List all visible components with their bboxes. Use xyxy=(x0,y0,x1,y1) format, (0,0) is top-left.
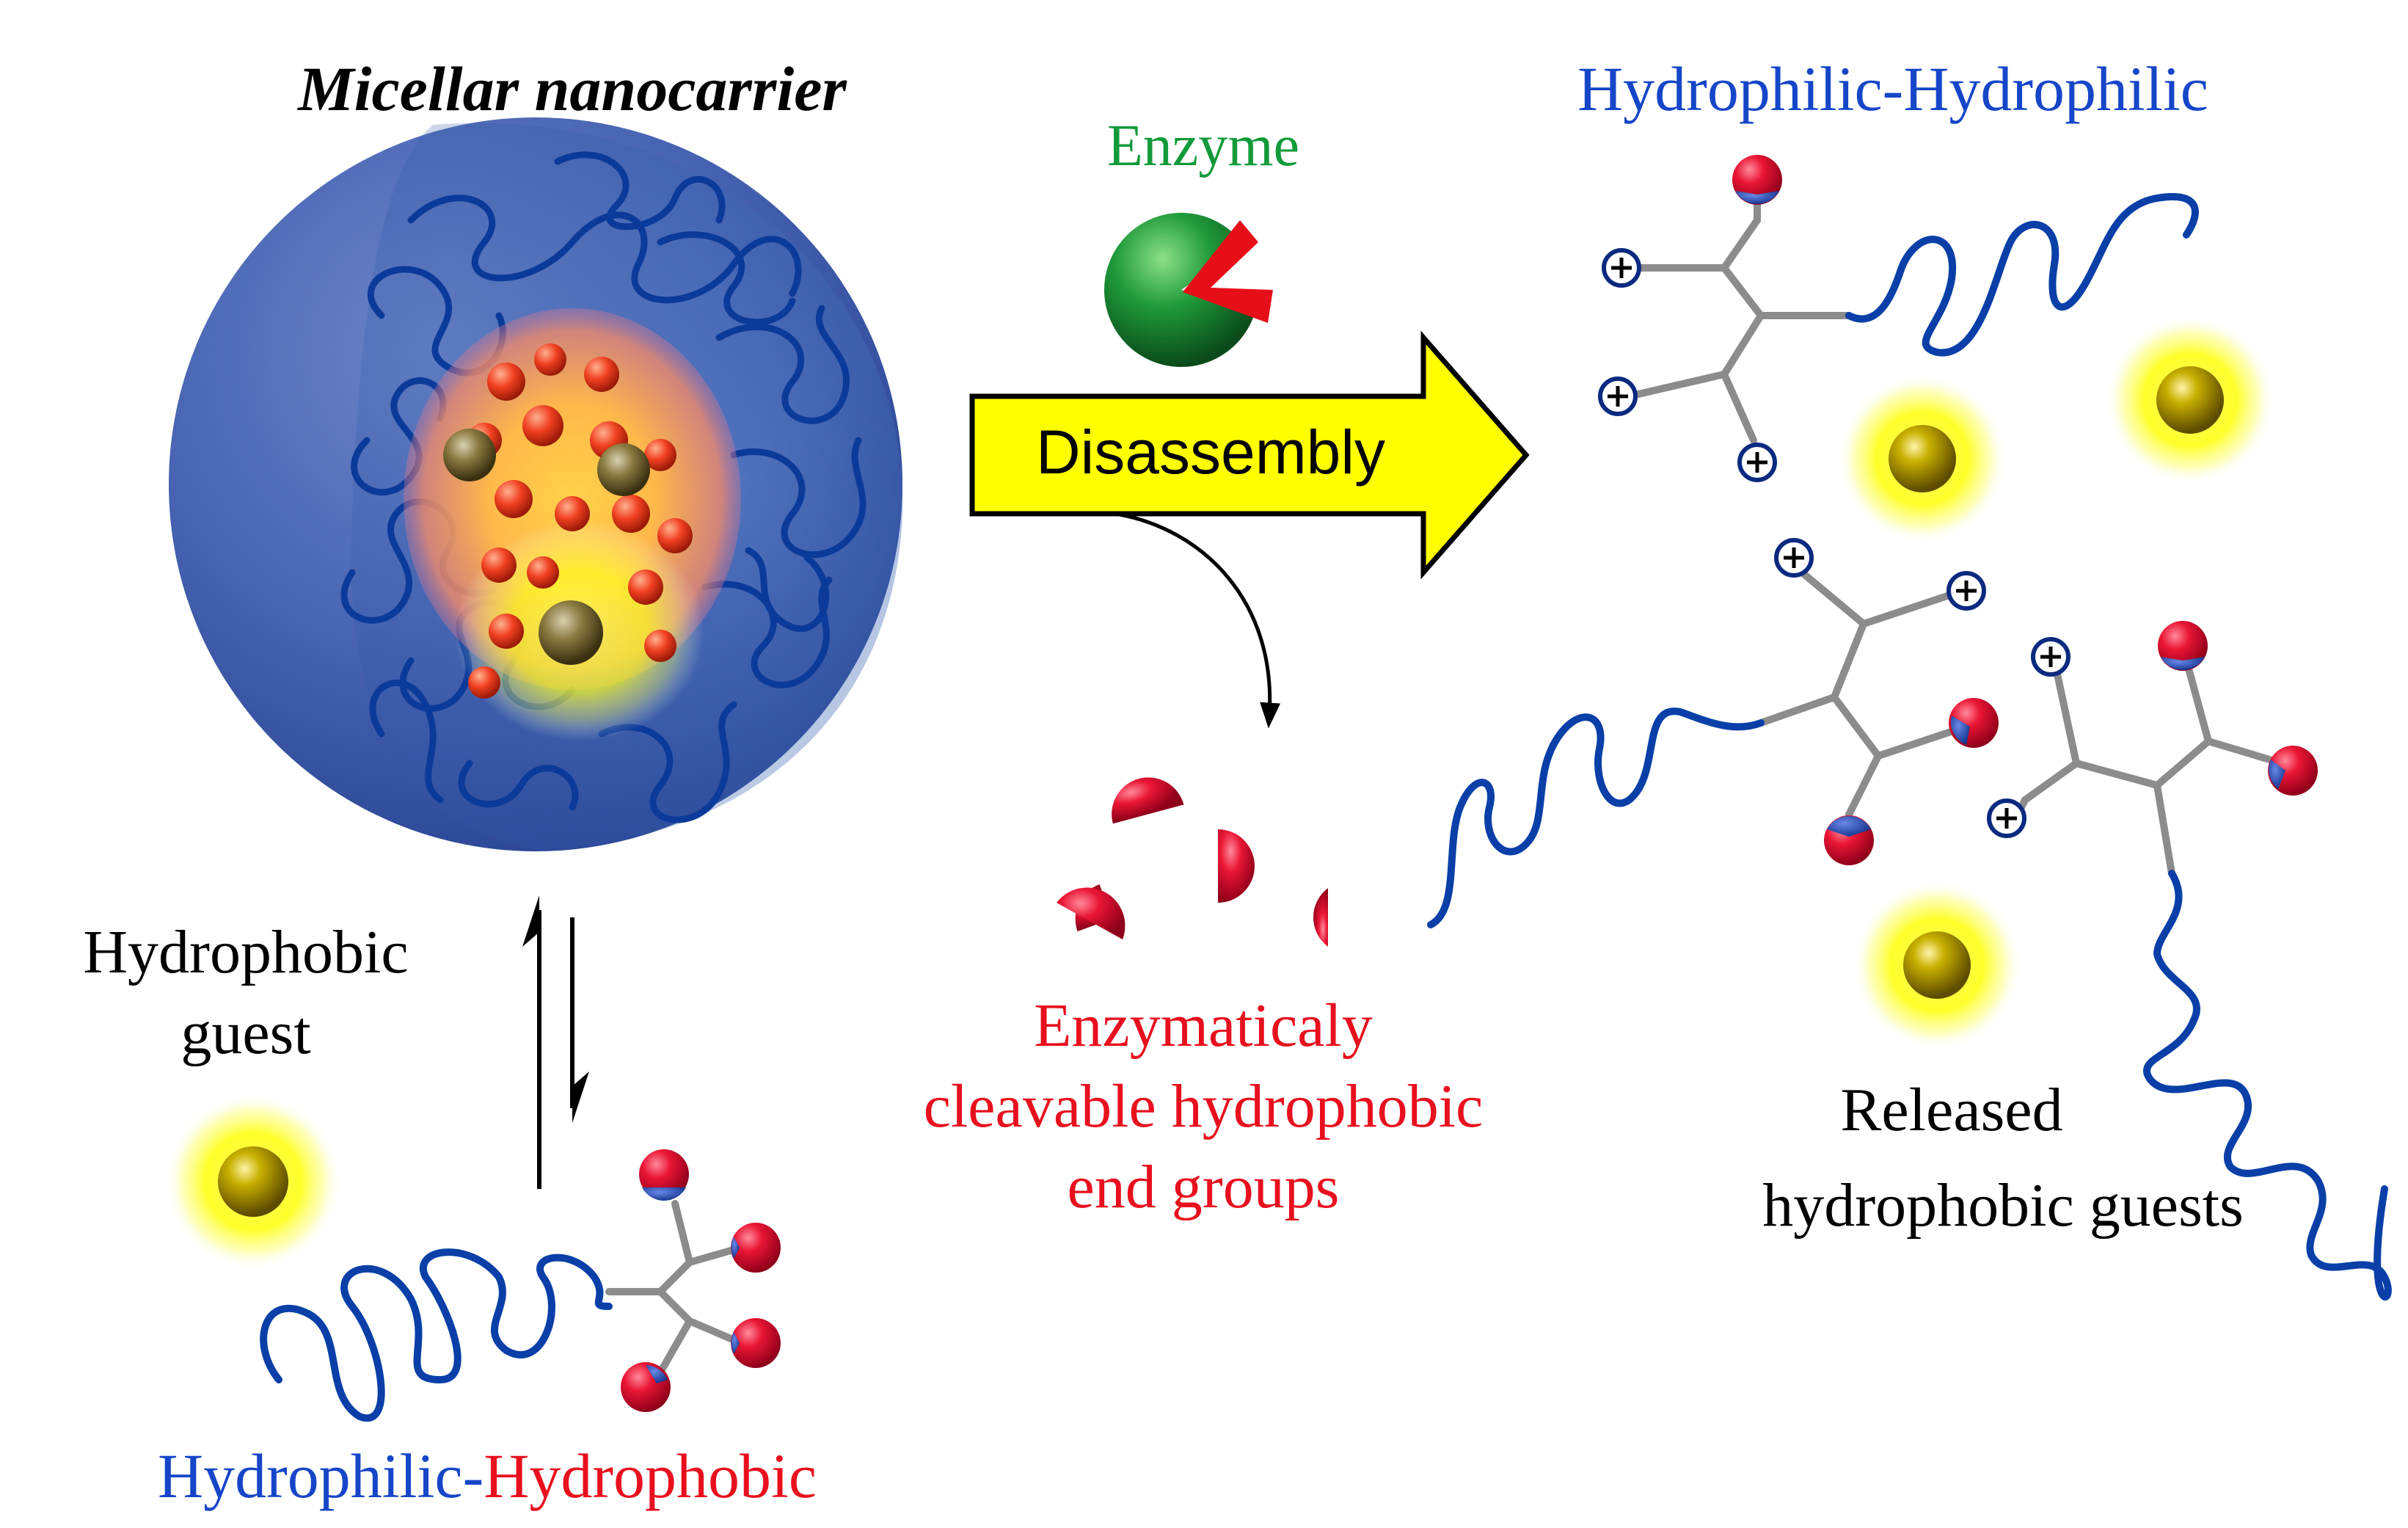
circled-plus-icon xyxy=(1602,248,1641,288)
circled-plus-icon xyxy=(1737,443,1777,482)
released-guest-3 xyxy=(1853,881,2021,1049)
amphiphile-label: Hydrophilic-Hydrophobic xyxy=(158,1441,817,1511)
hydrophobic-guest-label-line1: Hydrophobic xyxy=(83,918,408,986)
free-guest-sphere xyxy=(165,1094,341,1270)
core-guest-sphere-2 xyxy=(597,443,650,496)
unimer-c-chain xyxy=(2143,870,2392,1300)
micellar-nanocarrier xyxy=(169,117,903,851)
amphiphile-label-hydrophobic: Hydrophobic xyxy=(484,1441,817,1511)
circled-plus-icon xyxy=(1598,376,1638,416)
cleavable-label-line1: Enzymaticaly xyxy=(1034,992,1373,1060)
released-label-line1: Released xyxy=(1840,1076,2062,1144)
amphiphile-end-groups xyxy=(621,1149,781,1412)
hydrophilic-hydrophilic-title: Hydrophilic-Hydrophilic xyxy=(1577,54,2208,124)
unimer-c xyxy=(1987,621,2392,1300)
disassembly-arrow xyxy=(969,330,1530,580)
enzyme-label: Enzyme xyxy=(1107,114,1299,178)
end-group xyxy=(1732,155,1782,205)
equilibrium-arrows xyxy=(522,895,589,1189)
micellar-nanocarrier-title: Micellar nanocarrier xyxy=(296,54,847,124)
unimer-b xyxy=(1427,538,1999,928)
circled-plus-icon xyxy=(2031,637,2070,677)
circled-plus-icon xyxy=(1987,798,2026,838)
disassembly-label: Disassembly xyxy=(1036,418,1385,487)
released-guest-2 xyxy=(2106,316,2274,484)
amphiphile-hydrophilic-hydrophobic xyxy=(260,1149,781,1422)
cleavage-curved-arrow xyxy=(1114,512,1281,729)
released-label-line2: hydrophobic guests xyxy=(1762,1171,2244,1240)
amphiphile-linker xyxy=(605,1200,745,1376)
cleaved-end-groups xyxy=(1057,777,1328,947)
released-guest-1 xyxy=(1838,374,2007,543)
core-guest-sphere-3 xyxy=(539,600,603,665)
unimer-a-chain xyxy=(1845,193,2199,357)
hydrophobic-guest-label-line2: guest xyxy=(180,999,310,1067)
cleavable-label-line3: end groups xyxy=(1068,1153,1340,1221)
circled-plus-icon xyxy=(1774,538,1814,578)
circled-plus-icon xyxy=(1947,571,1986,611)
amphiphile-label-hydrophilic: Hydrophilic- xyxy=(158,1441,484,1511)
unimer-b-chain xyxy=(1427,707,1765,928)
core-guest-sphere-1 xyxy=(443,429,496,481)
pacman-enzyme-icon xyxy=(1104,213,1273,367)
unimer-a xyxy=(1598,155,2199,482)
amphiphile-hydrophilic-chain xyxy=(260,1248,613,1422)
cleavable-label-line2: cleavable hydrophobic xyxy=(924,1072,1484,1140)
